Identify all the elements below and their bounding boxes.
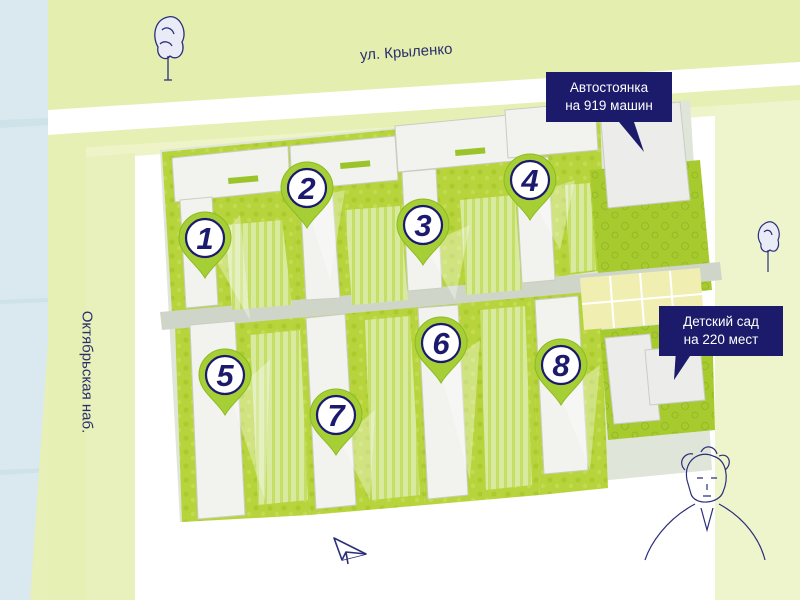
callout-parking-pointer (614, 116, 644, 152)
building-marker-5[interactable]: 5 (198, 348, 252, 417)
building-marker-4[interactable]: 4 (503, 153, 557, 222)
paper-plane-icon (333, 537, 367, 565)
building-marker-label: 5 (216, 358, 234, 393)
building-marker-label: 4 (520, 163, 538, 198)
building-marker-label: 7 (327, 398, 346, 433)
building-marker-label: 6 (432, 326, 450, 361)
callout-kindergarten[interactable]: Детский сад на 220 мест (659, 306, 783, 356)
callout-kindergarten-line1: Детский сад (683, 314, 759, 329)
building-marker-2[interactable]: 2 (280, 161, 334, 230)
callout-parking-line2: на 919 машин (565, 98, 653, 113)
building-marker-3[interactable]: 3 (396, 198, 450, 267)
callout-kindergarten-pointer (674, 350, 694, 380)
tree-icon (757, 221, 780, 272)
building-marker-label: 8 (552, 348, 570, 383)
building-marker-label: 3 (414, 208, 431, 243)
building-marker-label: 1 (196, 221, 213, 256)
callout-parking[interactable]: Автостоянка на 919 машин (546, 72, 672, 122)
street-label-oktyabrskaya: Октябрьская наб. (78, 310, 96, 434)
building-marker-label: 2 (297, 171, 315, 206)
building-marker-1[interactable]: 1 (178, 211, 232, 280)
building-marker-8[interactable]: 8 (534, 338, 588, 407)
building-marker-7[interactable]: 7 (309, 388, 363, 457)
building-marker-6[interactable]: 6 (414, 316, 468, 385)
callout-parking-line1: Автостоянка (569, 80, 649, 95)
callout-kindergarten-line2: на 220 мест (683, 332, 759, 347)
person-sketch-icon (644, 446, 766, 561)
tree-icon (154, 16, 185, 81)
